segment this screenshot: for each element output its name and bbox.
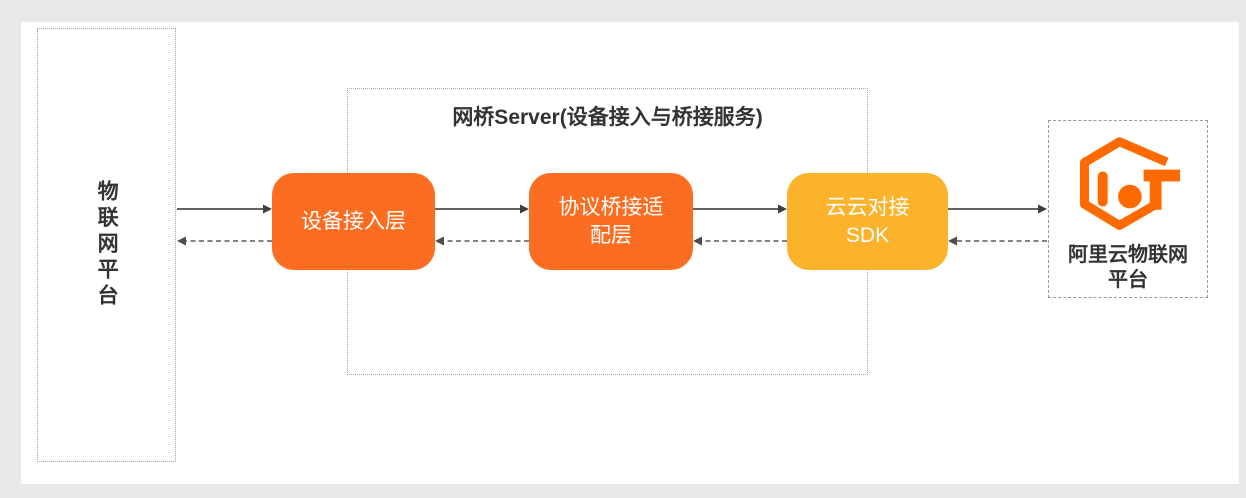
node-aliyun-iot-platform-label: 阿里云物联网 平台 (1068, 243, 1188, 293)
node-cloud-cloud-sdk-line1: 云云对接 (825, 195, 910, 219)
node-protocol-bridge-adapter-layer: 协议桥接适 配层 (529, 173, 693, 270)
node-cloud-cloud-sdk-line2: SDK (845, 223, 890, 247)
diagram-canvas: 物联网平台 网桥Server(设备接入与桥接服务) (21, 22, 1239, 484)
node-device-access-layer-label: 设备接入层 (301, 209, 406, 233)
node-cloud-cloud-sdk: 云云对接 SDK (787, 173, 948, 270)
node-protocol-bridge-adapter-layer-line1: 协议桥接适 (558, 195, 664, 219)
bridge-server-title: 网桥Server(设备接入与桥接服务) (452, 106, 763, 129)
node-aliyun-iot-platform-line2: 平台 (1108, 269, 1148, 291)
node-aliyun-iot-platform: 阿里云物联网 平台 (1048, 120, 1208, 298)
node-protocol-bridge-adapter-layer-line2: 配层 (590, 223, 632, 247)
node-iot-platform-label: 物联网平台 (95, 180, 119, 310)
aliyun-iot-logo-icon (1080, 137, 1180, 230)
node-iot-platform: 物联网平台 (37, 28, 176, 462)
node-device-access-layer: 设备接入层 (272, 173, 435, 270)
node-aliyun-iot-platform-line1: 阿里云物联网 (1068, 244, 1188, 266)
